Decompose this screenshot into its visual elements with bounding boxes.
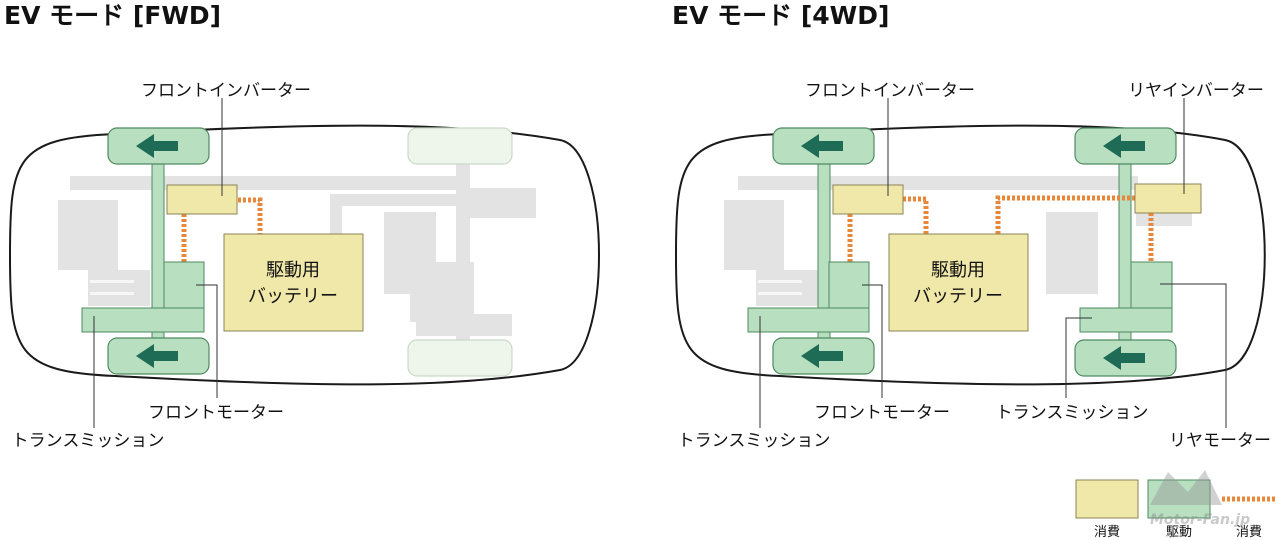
label-transmission: トランスミッション: [12, 431, 165, 451]
label-transmission-front: トランスミッション: [678, 431, 831, 451]
arrow-left-icon: [1103, 346, 1145, 370]
legend-power-line-label: 消費: [1236, 525, 1262, 540]
transmission-box: [81, 307, 205, 333]
label-front-inverter: フロントインバーター: [141, 81, 311, 101]
rear-transmission-box: [1079, 307, 1173, 333]
battery-box: [223, 233, 364, 332]
rear-motor-box: [1130, 261, 1173, 309]
label-front-motor: フロントモーター: [814, 403, 950, 423]
legend-consumption-swatch: [1075, 479, 1139, 519]
watermark-logo: [1150, 470, 1222, 505]
legend-drive-swatch: [1147, 479, 1211, 519]
label-front-motor: フロントモーター: [148, 403, 284, 423]
legend-consumption-label: 消費: [1094, 525, 1120, 540]
arrow-left-icon: [136, 344, 178, 368]
power-lines: [181, 197, 263, 262]
title-fwd: EV モード [FWD]: [4, 1, 221, 30]
rear-left-wheel: [407, 127, 513, 165]
label-rear-motor: リヤモーター: [1169, 431, 1271, 451]
rear-inverter-box: [1134, 183, 1202, 214]
legend: 消費 駆動 消費: [1075, 479, 1276, 540]
arrow-left-icon: [801, 344, 843, 368]
title-4wd: EV モード [4WD]: [672, 1, 889, 30]
arrow-left-icon: [1103, 134, 1145, 158]
battery-label-line2: バッテリー: [913, 286, 1003, 307]
front-inverter-box: [166, 184, 238, 215]
legend-drive-label: 駆動: [1166, 525, 1192, 540]
leader-lines: [93, 98, 223, 428]
awd-diagram: 駆動用 バッテリー フロントインバーター リヤインバーター フロントモーター ト…: [674, 81, 1271, 451]
battery-label-line2: バッテリー: [248, 286, 338, 307]
battery-box: [888, 233, 1029, 332]
watermark-site: Motor-Fan.jp: [1150, 512, 1250, 528]
front-inverter-box: [832, 184, 904, 215]
front-transmission-box: [747, 307, 870, 333]
arrow-left-icon: [801, 134, 843, 158]
label-transmission-rear: トランスミッション: [996, 403, 1149, 423]
battery-label-line1: 駆動用: [931, 260, 985, 281]
rear-right-wheel: [407, 339, 513, 377]
fwd-diagram: 駆動用 バッテリー フロントインバーター フロントモーター トランスミッション: [8, 81, 600, 451]
arrow-left-icon: [136, 134, 178, 158]
battery-label-line1: 駆動用: [266, 260, 320, 281]
leader-lines: [759, 98, 1227, 428]
watermark: Motor-Fan.jp: [1150, 470, 1250, 528]
power-lines: [847, 195, 1154, 262]
chassis-background: [58, 160, 536, 340]
label-front-inverter: フロントインバーター: [805, 81, 975, 101]
label-rear-inverter: リヤインバーター: [1128, 81, 1264, 101]
